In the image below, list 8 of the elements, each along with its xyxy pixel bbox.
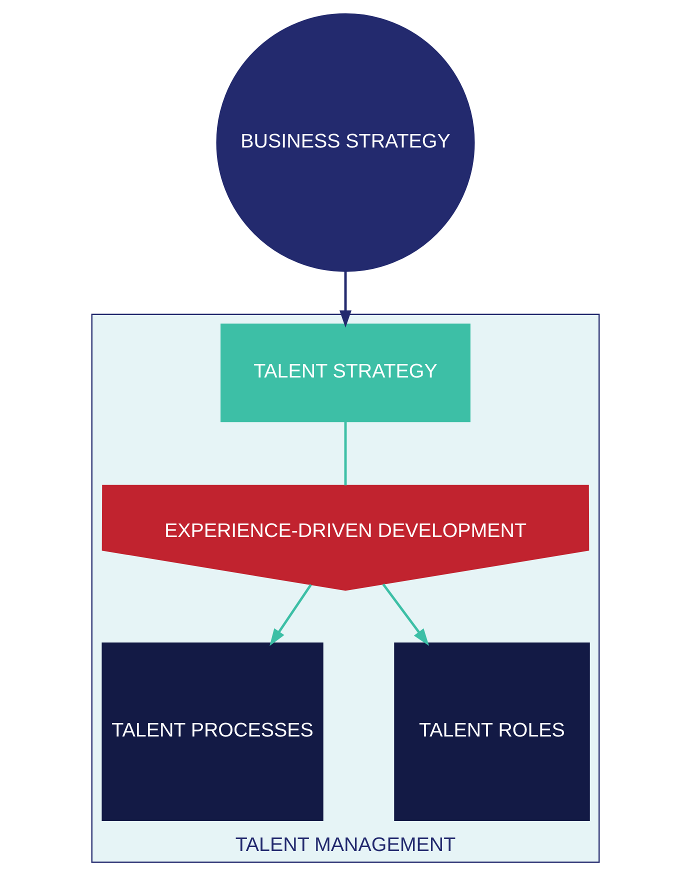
arrow [270,584,312,646]
connector [344,421,347,485]
node-box: TALENT PROCESSES [102,642,324,820]
arrow [339,270,352,328]
node-box: TALENT ROLES [394,642,590,820]
node-circle: BUSINESS STRATEGY [216,12,475,272]
node-box: TALENT STRATEGY [220,323,470,422]
arrow [382,582,430,646]
